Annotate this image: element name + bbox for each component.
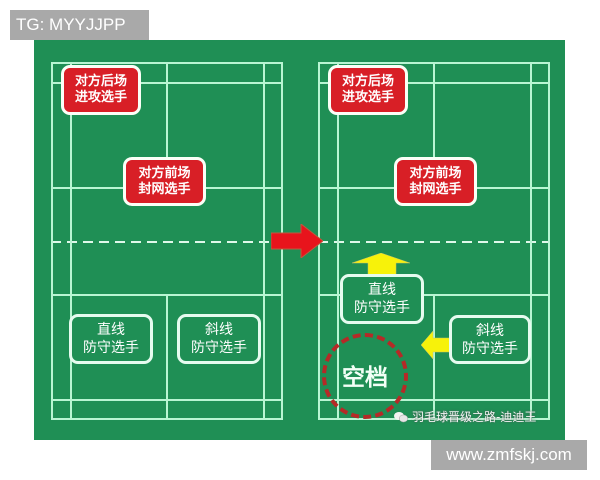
box-label-line1: 直线 xyxy=(368,282,396,298)
opponent-back-attacker: 对方后场 进攻选手 xyxy=(328,65,408,115)
box-label-line2: 封网选手 xyxy=(138,181,191,197)
opponent-front-net-player: 对方前场 封网选手 xyxy=(394,157,477,206)
box-label-line2: 进攻选手 xyxy=(341,90,394,105)
site-url-label: www.zmfskj.com xyxy=(431,440,587,470)
wechat-icon xyxy=(394,411,408,422)
cross-defender: 斜线 防守选手 xyxy=(449,315,531,364)
watermark: 羽毛球晋级之路-迪迪王 xyxy=(394,408,536,425)
box-label-line1: 斜线 xyxy=(205,322,233,338)
box-label-line1: 对方前场 xyxy=(409,165,462,181)
cross-defender: 斜线 防守选手 xyxy=(177,314,261,364)
opponent-back-attacker: 对方后场 进攻选手 xyxy=(61,65,141,115)
gap-circle xyxy=(322,333,408,419)
box-label-line1: 直线 xyxy=(97,322,125,338)
box-label-line1: 对方后场 xyxy=(341,74,394,89)
top-left-tag: TG: MYYJJPP xyxy=(10,10,149,40)
box-label-line2: 防守选手 xyxy=(191,340,247,356)
box-label-line2: 防守选手 xyxy=(83,340,139,356)
straight-defender: 直线 防守选手 xyxy=(69,314,153,364)
arrow-left-icon xyxy=(421,331,451,359)
box-label-line1: 斜线 xyxy=(476,322,504,339)
box-label-line2: 封网选手 xyxy=(409,181,462,197)
arrow-up-icon xyxy=(352,253,410,275)
box-label-line2: 防守选手 xyxy=(462,340,518,357)
box-label-line2: 防守选手 xyxy=(354,300,410,316)
straight-defender: 直线 防守选手 xyxy=(340,274,424,324)
arrow-right-icon xyxy=(271,224,323,258)
box-label-line2: 进攻选手 xyxy=(74,90,127,105)
opponent-front-net-player: 对方前场 封网选手 xyxy=(123,157,206,206)
box-label-line1: 对方前场 xyxy=(138,165,191,181)
box-label-line1: 对方后场 xyxy=(74,74,127,89)
gap-label: 空档 xyxy=(342,365,388,391)
watermark-text: 羽毛球晋级之路-迪迪王 xyxy=(412,410,537,424)
